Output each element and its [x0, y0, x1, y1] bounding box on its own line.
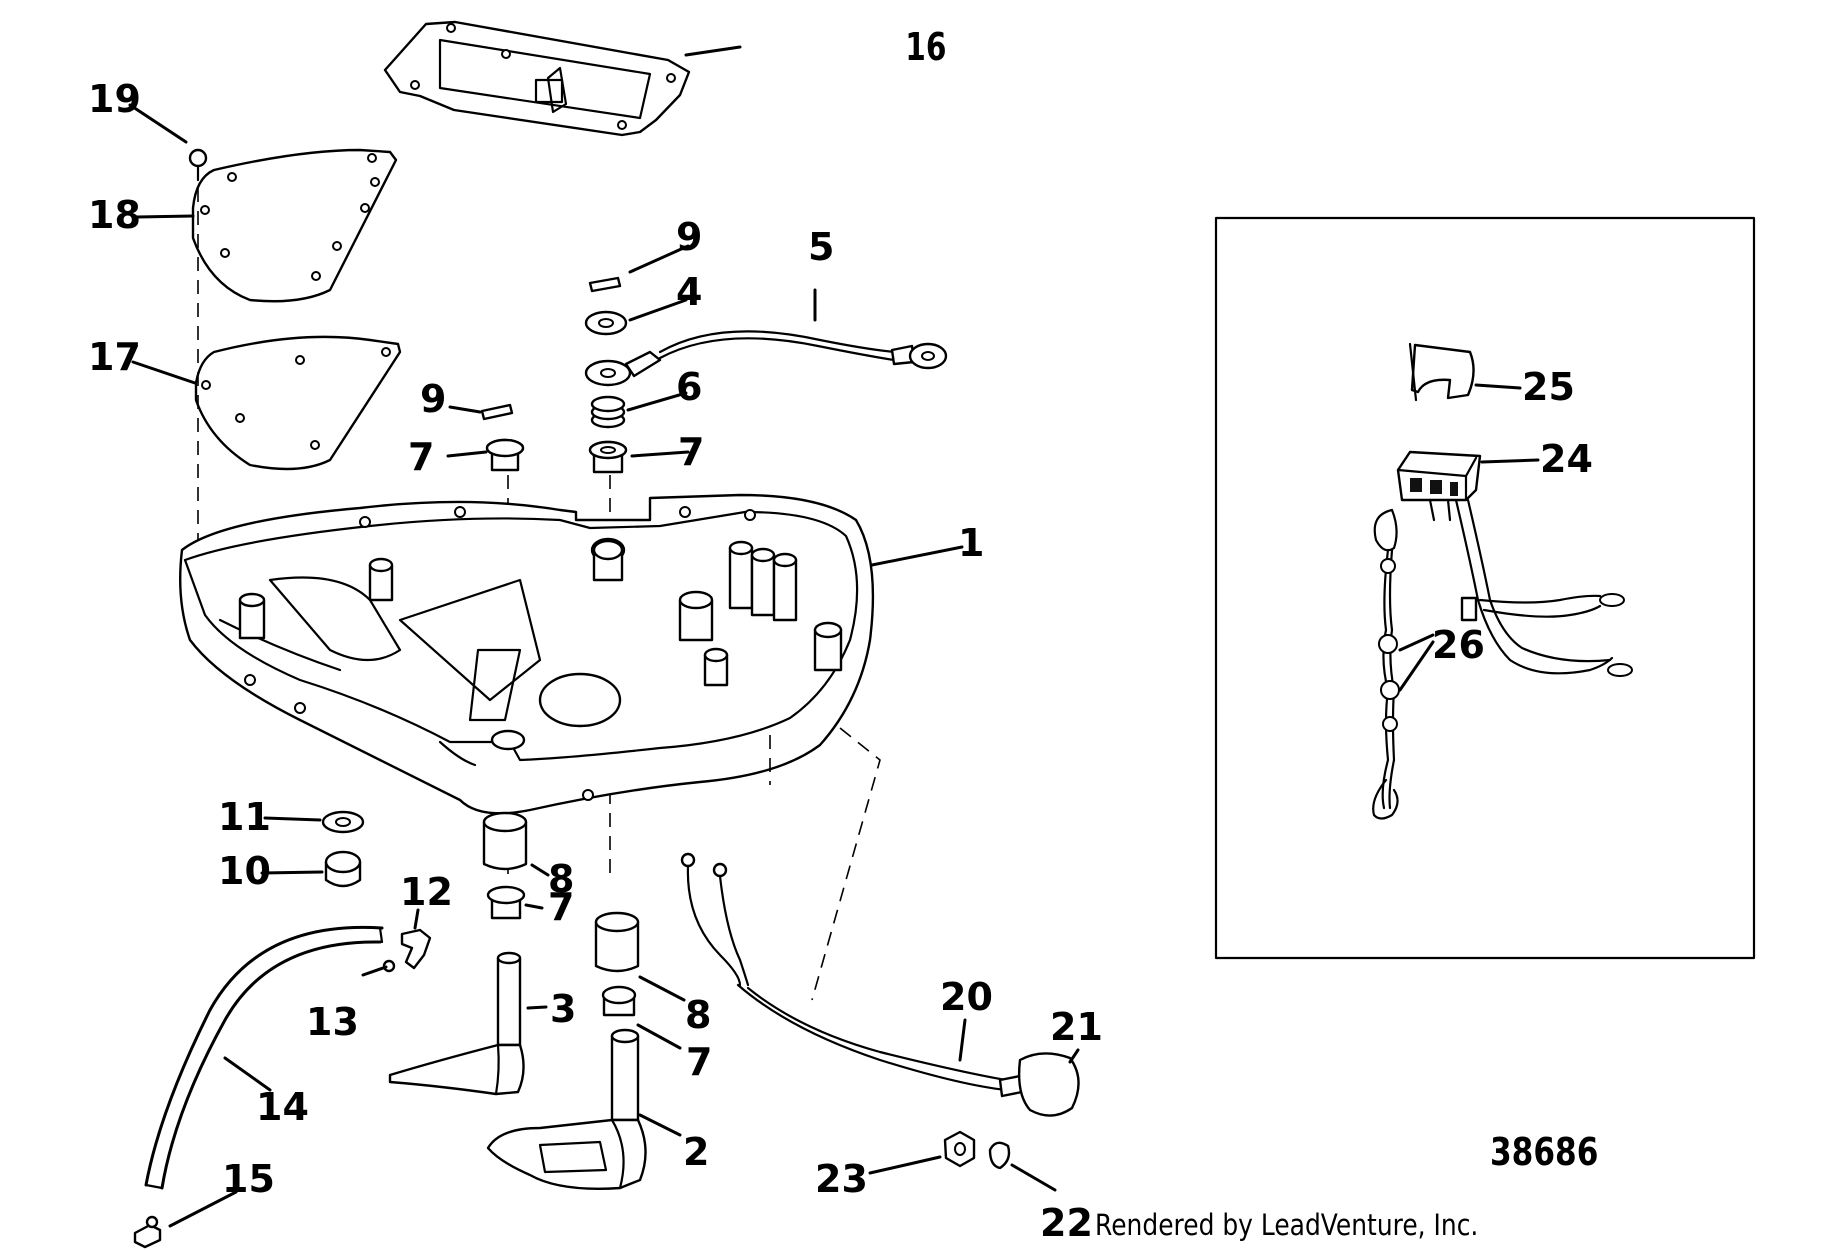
part-15-fitting [133, 1215, 162, 1249]
callout-22: 22 [1040, 1201, 1093, 1245]
part-12-clip [400, 928, 432, 970]
callout-26: 26 [1432, 623, 1485, 667]
callout-labels: 16 19 18 17 9 5 4 9 6 7 7 1 11 10 8 12 7… [88, 25, 1593, 1245]
callout-23: 23 [815, 1157, 868, 1201]
callout-20: 20 [940, 975, 993, 1019]
figure-number: 38686 [1490, 1130, 1599, 1174]
callout-15: 15 [222, 1157, 275, 1201]
part-24-switch [1396, 450, 1482, 522]
callout-9-upper: 9 [676, 215, 702, 259]
callout-9-lower: 9 [420, 377, 446, 421]
callout-10: 10 [218, 849, 271, 893]
part-8-spacer-right [594, 911, 640, 973]
part-7-bushing-lower-right [601, 985, 637, 1017]
callout-1: 1 [958, 521, 984, 565]
callout-11: 11 [218, 795, 271, 839]
part-8-spacer-left [482, 811, 528, 871]
part-4-washer [584, 310, 628, 336]
part-17-gasket [194, 335, 402, 471]
callout-14: 14 [256, 1085, 309, 1129]
part-7-bushing-upper-left [485, 438, 525, 472]
part-5-cable [584, 330, 948, 387]
part-9-pin-lower [480, 403, 514, 421]
part-26-lanyard [1372, 508, 1400, 820]
callout-8-left: 8 [548, 857, 574, 901]
part-23-nut [943, 1130, 976, 1168]
callout-25: 25 [1522, 365, 1575, 409]
part-1-housing [179, 493, 875, 815]
part-20-harness [680, 852, 1008, 1092]
part-21-plug [998, 1052, 1080, 1117]
part-3-lever [388, 951, 525, 1096]
inset-box [1214, 216, 1756, 960]
switch-wires [1454, 498, 1633, 677]
part-9-pin-upper [588, 276, 622, 293]
callout-7-upper-right: 7 [678, 430, 704, 474]
callout-7-lower-left: 7 [548, 885, 574, 929]
callout-16: 16 [905, 25, 946, 70]
part-10-grommet [324, 850, 362, 888]
callout-2: 2 [683, 1130, 709, 1174]
callout-7-upper-left: 7 [408, 435, 434, 479]
part-13-screw [382, 959, 396, 973]
callout-19: 19 [88, 77, 141, 121]
part-25-clip [1408, 342, 1475, 402]
part-22-washer [988, 1141, 1011, 1170]
callout-13: 13 [306, 1000, 359, 1044]
part-14-hose [144, 925, 384, 1190]
part-11-washer [321, 810, 365, 834]
callout-8-right: 8 [685, 993, 711, 1037]
callout-18: 18 [88, 193, 141, 237]
callout-6: 6 [676, 365, 702, 409]
callout-12: 12 [400, 870, 453, 914]
callout-24: 24 [1540, 437, 1593, 481]
callout-3: 3 [550, 987, 576, 1031]
callout-21: 21 [1050, 1005, 1103, 1049]
callout-4: 4 [676, 270, 702, 314]
leader-lines [128, 45, 1540, 1228]
part-7-bushing-upper-right [588, 440, 628, 474]
part-16-gasket [383, 20, 691, 137]
credit-text: Rendered by LeadVenture, Inc. [1095, 1208, 1479, 1242]
callout-5: 5 [808, 225, 834, 269]
part-6-spring [590, 395, 626, 429]
callout-17: 17 [88, 335, 141, 379]
part-18-cover-plate [191, 148, 398, 303]
callout-7-lower-right: 7 [686, 1040, 712, 1084]
part-7-bushing-lower-left [486, 885, 526, 920]
part-2-lever [486, 1028, 647, 1190]
part-19-screw [188, 148, 208, 182]
